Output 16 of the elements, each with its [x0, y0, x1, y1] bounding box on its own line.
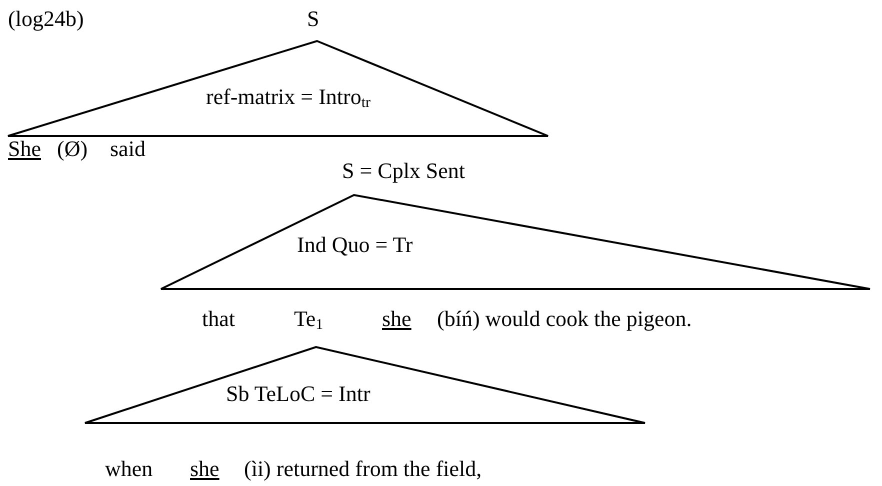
word-text: she	[382, 306, 412, 332]
word-text: (bíń) would cook the pigeon.	[437, 306, 692, 332]
word-text: (ìi) returned from the field,	[244, 456, 482, 482]
word-text: she	[190, 456, 220, 482]
word-text: that	[202, 306, 235, 332]
word-text: said	[110, 136, 146, 162]
node-label: Te$_{1}$	[294, 306, 324, 332]
constituent-label: Ind Quo = Tr	[297, 232, 413, 258]
word-text: (Ø)	[57, 136, 88, 162]
constituent-label: ref-matrix = Intro$_{tr}$	[206, 84, 371, 110]
word-text: She	[8, 136, 41, 162]
node-label: S	[307, 6, 320, 32]
word-text: when	[105, 456, 153, 482]
example-number: (log24b)	[8, 6, 84, 32]
constituent-label: Sb TeLoC = Intr	[226, 381, 370, 407]
node-label: S = Cplx Sent	[342, 158, 466, 184]
